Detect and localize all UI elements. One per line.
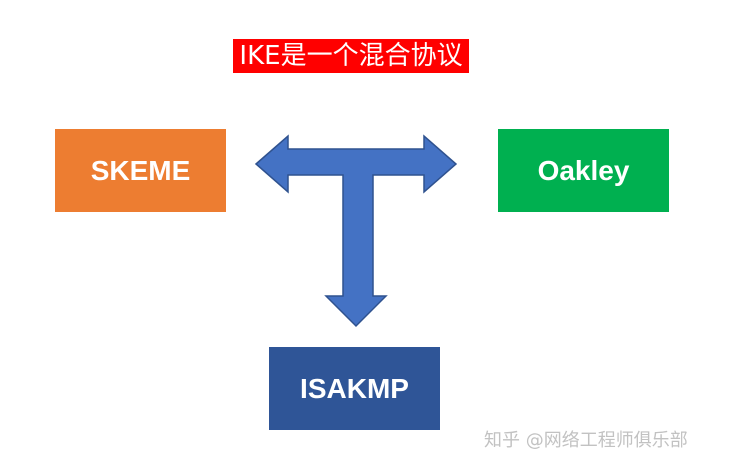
watermark: 知乎 @网络工程师俱乐部 — [484, 430, 688, 451]
skeme-box: SKEME — [55, 129, 226, 212]
diagram-title: IKE是一个混合协议 — [233, 39, 469, 73]
t-shaped-arrow-shape — [254, 134, 458, 328]
oakley-label: Oakley — [537, 154, 630, 186]
skeme-label: SKEME — [90, 154, 191, 186]
isakmp-box: ISAKMP — [269, 347, 440, 430]
oakley-box: Oakley — [498, 129, 669, 212]
isakmp-label: ISAKMP — [300, 372, 409, 404]
